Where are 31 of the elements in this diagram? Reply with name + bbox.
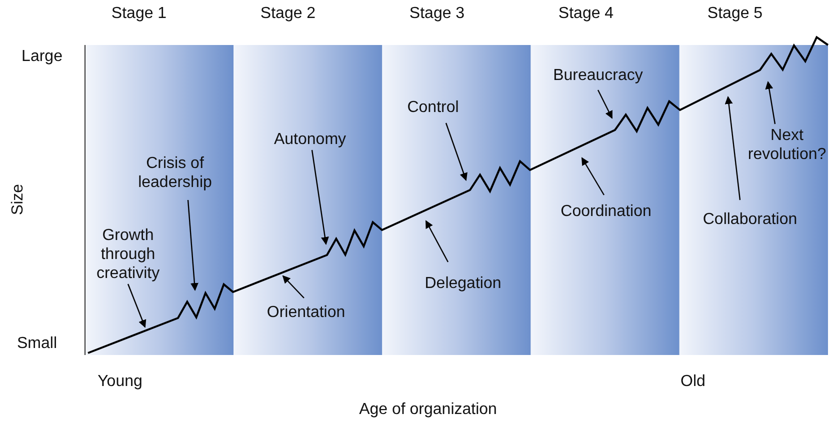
leader-arrow (445, 122, 468, 181)
leader-arrow (127, 284, 146, 328)
callout-label: Orientation (266, 303, 346, 322)
leader-arrow (724, 96, 741, 200)
callout-label: Next revolution? (742, 126, 830, 164)
axis-title: Age of organization (359, 400, 497, 419)
stage-label: Stage 4 (558, 4, 614, 23)
axis-tick-label: Small (17, 334, 57, 353)
leader-arrow (311, 150, 329, 245)
callout-label: Control (407, 98, 459, 117)
stage-label: Stage 5 (707, 4, 763, 23)
callout-label: Delegation (424, 274, 502, 293)
callout-label: Bureaucracy (553, 66, 643, 85)
axis-title: Size (8, 184, 28, 216)
leader-arrow (597, 90, 613, 119)
callout-label: Crisis of leadership (125, 154, 225, 192)
axis-tick-label: Young (98, 372, 142, 391)
leader-arrow (187, 200, 198, 291)
leader-arrow (282, 275, 304, 298)
stage-label: Stage 2 (260, 4, 316, 23)
stage-label: Stage 3 (409, 4, 465, 23)
callout-label: Coordination (560, 202, 652, 221)
axis-tick-label: Old (680, 372, 706, 391)
stage-label: Stage 1 (111, 4, 167, 23)
leader-arrow (765, 81, 776, 124)
callout-label: Collaboration (702, 210, 798, 229)
axis-tick-label: Large (22, 47, 62, 66)
callout-label: Autonomy (274, 130, 346, 149)
leader-arrow (425, 220, 449, 262)
leader-arrow (581, 157, 605, 196)
callout-label: Growth through creativity (88, 226, 168, 283)
